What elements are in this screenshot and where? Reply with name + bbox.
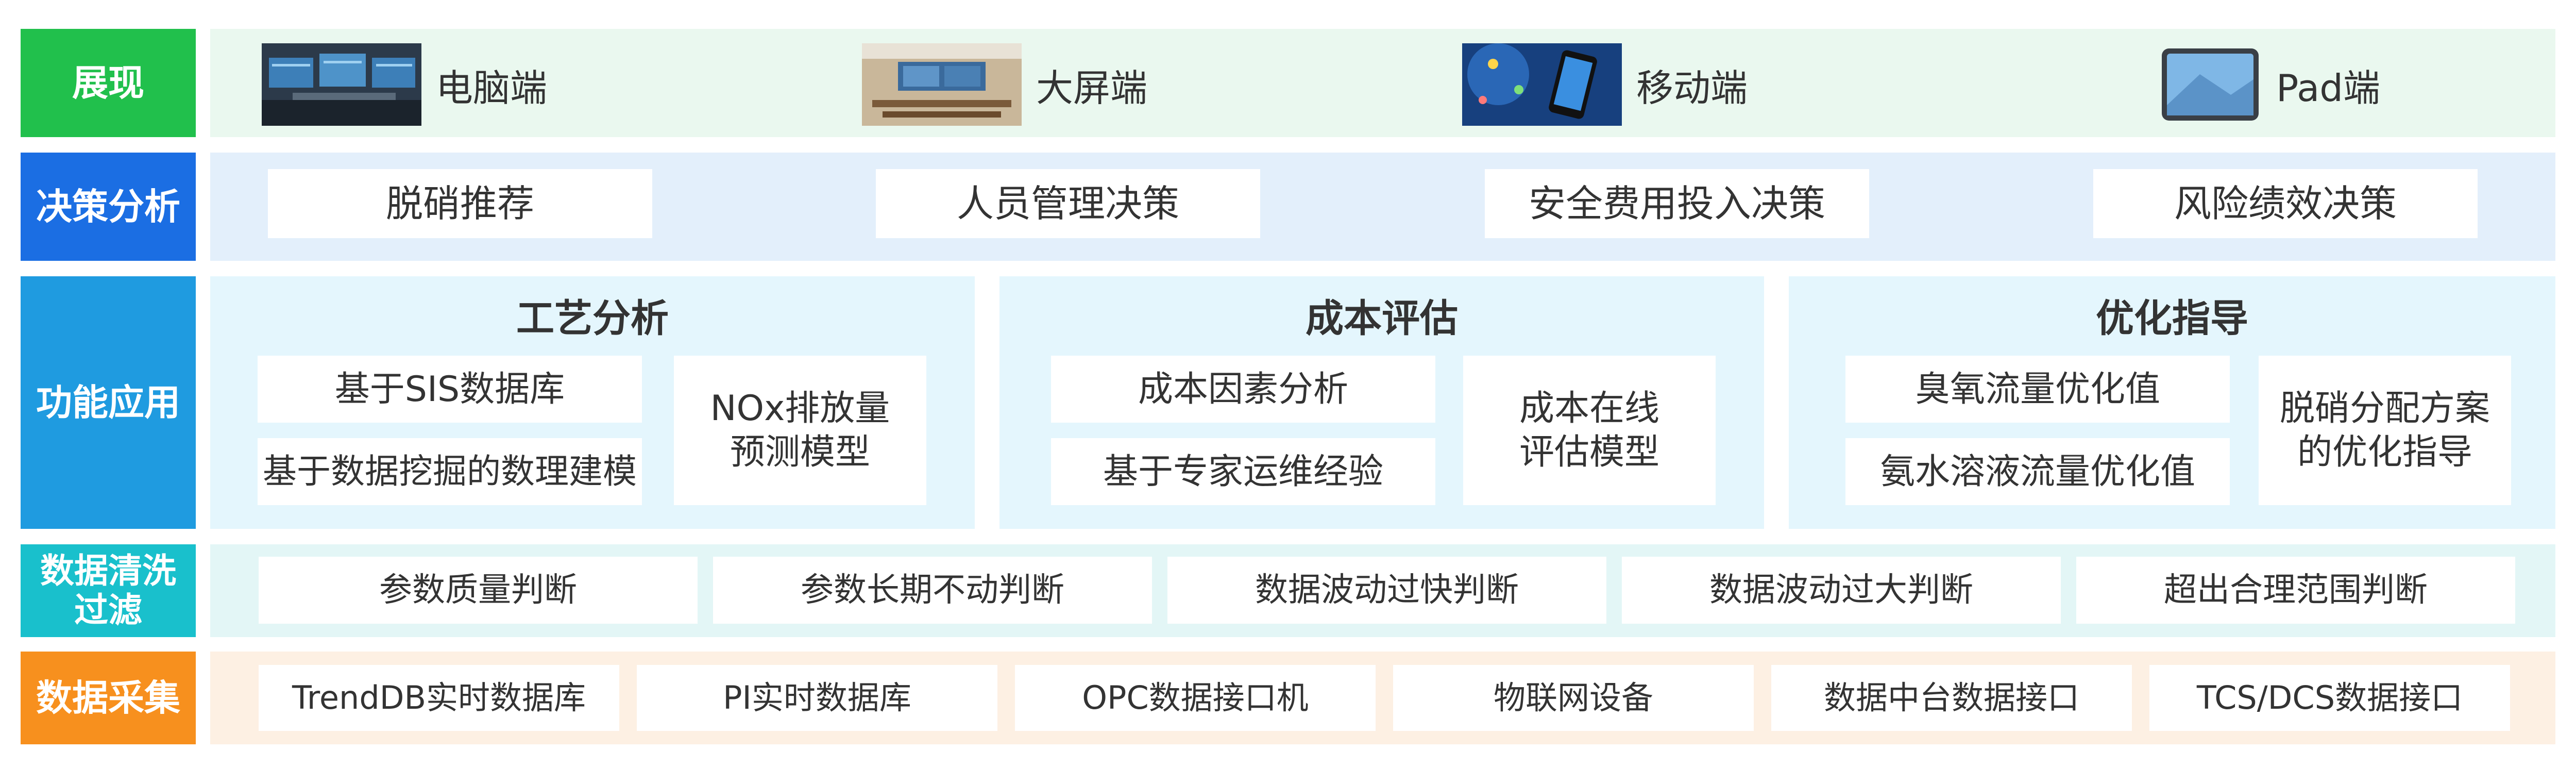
- function-card: 基于数据挖掘的数理建模: [258, 438, 642, 505]
- decision-card: 脱硝推荐: [268, 169, 652, 238]
- function-panel: 工艺分析 基于SIS数据库 基于数据挖掘的数理建模 NOx排放量 预测模型 成本…: [210, 276, 2555, 529]
- collection-card: PI实时数据库: [637, 665, 997, 731]
- layer-label-collection: 数据采集: [21, 652, 196, 744]
- function-group: 工艺分析 基于SIS数据库 基于数据挖掘的数理建模 NOx排放量 预测模型: [210, 276, 975, 529]
- decision-panel: 脱硝推荐 人员管理决策 安全费用投入决策 风险绩效决策: [210, 153, 2555, 261]
- cleaning-panel: 参数质量判断 参数长期不动判断 数据波动过快判断 数据波动过大判断 超出合理范围…: [210, 544, 2555, 637]
- smartphone-icon: [1462, 43, 1622, 126]
- control-room-icon: [862, 43, 1022, 126]
- cleaning-card: 超出合理范围判断: [2076, 557, 2515, 624]
- layer-label-display: 展现: [21, 29, 196, 137]
- device-pad: Pad端: [2159, 43, 2380, 126]
- device-label: Pad端: [2276, 66, 2381, 110]
- collection-card: TCS/DCS数据接口: [2149, 665, 2510, 731]
- model-line-1: 成本在线: [1519, 388, 1659, 429]
- model-line-1: 脱硝分配方案: [2279, 388, 2490, 429]
- tablet-icon: [2162, 48, 2259, 121]
- collection-card: TrendDB实时数据库: [259, 665, 619, 731]
- collection-card: OPC数据接口机: [1015, 665, 1376, 731]
- device-mobile: 移动端: [1462, 43, 1748, 126]
- decision-card: 风险绩效决策: [2093, 169, 2478, 238]
- model-line-2: 的优化指导: [2297, 432, 2472, 473]
- layer-label-function: 功能应用: [21, 276, 196, 529]
- device-desktop: 电脑端: [262, 43, 547, 126]
- function-card: 成本因素分析: [1051, 356, 1435, 423]
- function-card: 臭氧流量优化值: [1845, 356, 2230, 423]
- cleaning-card: 数据波动过快判断: [1167, 557, 1606, 624]
- layer-function: 功能应用 工艺分析 基于SIS数据库 基于数据挖掘的数理建模 NOx排放量 预测…: [21, 276, 2555, 529]
- device-label: 移动端: [1636, 66, 1748, 110]
- layer-display: 展现 电脑端: [21, 29, 2555, 137]
- cleaning-card: 参数质量判断: [259, 557, 698, 624]
- model-line-2: 预测模型: [730, 432, 870, 473]
- function-card: 基于专家运维经验: [1051, 438, 1435, 505]
- function-card-model: 成本在线 评估模型: [1463, 356, 1716, 505]
- layer-label-cleaning: 数据清洗 过滤: [21, 544, 196, 637]
- desktop-monitors-icon: [262, 43, 421, 126]
- layer-decision: 决策分析 脱硝推荐 人员管理决策 安全费用投入决策 风险绩效决策: [21, 153, 2555, 261]
- model-line-2: 评估模型: [1519, 432, 1659, 473]
- function-card: 基于SIS数据库: [258, 356, 642, 423]
- cleaning-card: 数据波动过大判断: [1622, 557, 2061, 624]
- decision-card: 安全费用投入决策: [1485, 169, 1869, 238]
- device-label: 大屏端: [1036, 66, 1148, 110]
- collection-card: 物联网设备: [1393, 665, 1754, 731]
- cleaning-card: 参数长期不动判断: [713, 557, 1152, 624]
- layer-cleaning: 数据清洗 过滤 参数质量判断 参数长期不动判断 数据波动过快判断 数据波动过大判…: [21, 544, 2555, 637]
- display-panel: 电脑端 大屏端 移动端: [210, 29, 2555, 137]
- group-title: 成本评估: [1306, 296, 1458, 341]
- model-line-1: NOx排放量: [710, 388, 890, 429]
- device-bigscreen: 大屏端: [862, 43, 1147, 126]
- group-title: 工艺分析: [516, 296, 669, 341]
- function-card-model: 脱硝分配方案 的优化指导: [2259, 356, 2511, 505]
- function-group: 优化指导 臭氧流量优化值 氨水溶液流量优化值 脱硝分配方案 的优化指导: [1789, 276, 2555, 529]
- collection-panel: TrendDB实时数据库 PI实时数据库 OPC数据接口机 物联网设备 数据中台…: [210, 652, 2555, 744]
- cleaning-label-line-2: 过滤: [74, 590, 142, 630]
- collection-card: 数据中台数据接口: [1771, 665, 2132, 731]
- function-card-model: NOx排放量 预测模型: [674, 356, 926, 505]
- layer-label-decision: 决策分析: [21, 153, 196, 261]
- decision-card: 人员管理决策: [876, 169, 1260, 238]
- layer-collection: 数据采集 TrendDB实时数据库 PI实时数据库 OPC数据接口机 物联网设备…: [21, 652, 2555, 744]
- function-group: 成本评估 成本因素分析 基于专家运维经验 成本在线 评估模型: [999, 276, 1764, 529]
- device-label: 电脑端: [436, 66, 548, 110]
- cleaning-label-line-1: 数据清洗: [40, 551, 176, 591]
- group-title: 优化指导: [2096, 296, 2248, 341]
- function-card: 氨水溶液流量优化值: [1845, 438, 2230, 505]
